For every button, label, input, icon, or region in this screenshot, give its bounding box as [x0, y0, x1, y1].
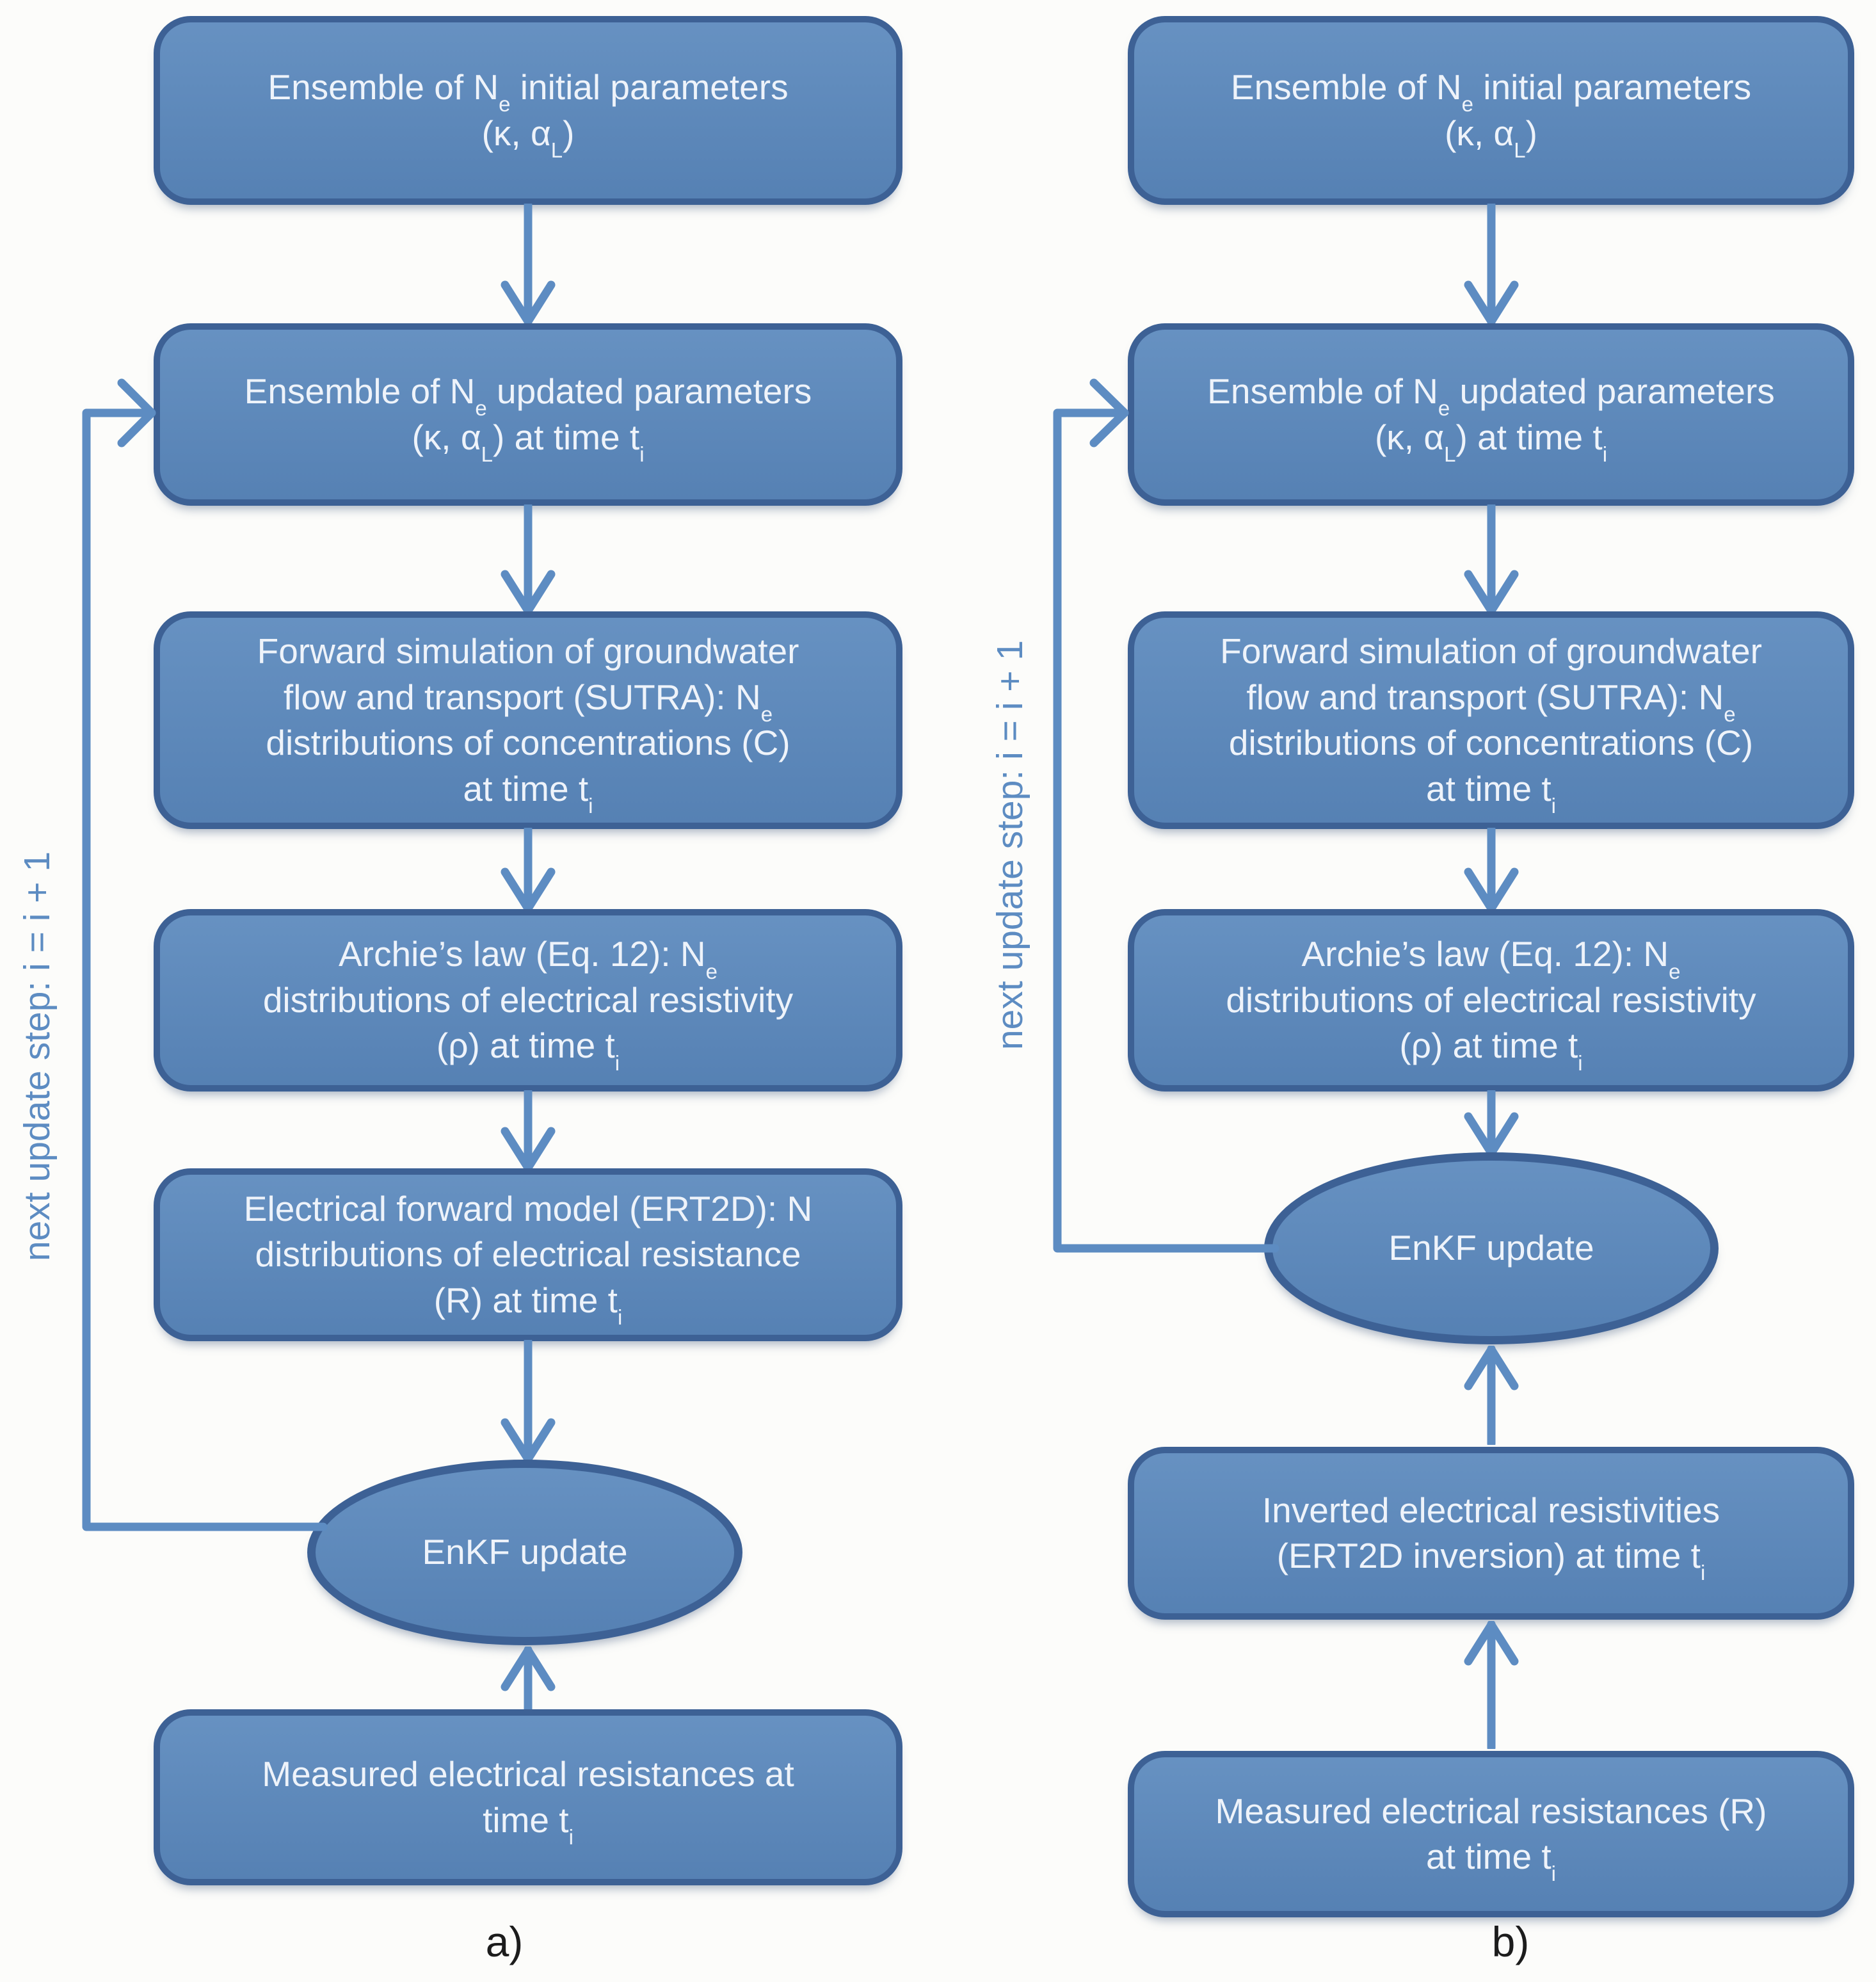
arrow-up-icon [1463, 1620, 1520, 1752]
node-b-updated-parameters: Ensemble of Ne updated parameters(κ, αL)… [1128, 323, 1854, 506]
node-a-updated-parameters: Ensemble of Ne updated parameters(κ, αL)… [154, 323, 902, 506]
loop-label-b: next update step: i = i + 1 [990, 640, 1030, 1051]
node-b-measured-resistances: Measured electrical resistances (R)at ti… [1128, 1751, 1854, 1917]
caption-b: b) [1491, 1918, 1530, 1965]
node-label: Ensemble of Ne initial parameters(κ, αL) [1230, 67, 1752, 162]
arrow-down-icon [499, 200, 557, 326]
node-label: Ensemble of Ne updated parameters(κ, αL)… [244, 371, 812, 466]
arrow-down-icon [1463, 200, 1520, 326]
node-a-initial-parameters: Ensemble of Ne initial parameters(κ, αL) [154, 16, 902, 205]
node-b-enkf-update: EnKF update [1264, 1152, 1719, 1344]
arrow-up-icon [499, 1645, 557, 1714]
node-b-inverted-resistivities: Inverted electrical resistivities(ERT2D … [1128, 1447, 1854, 1620]
caption-a: a) [485, 1918, 524, 1965]
arrow-down-icon [499, 1337, 557, 1464]
node-label: EnKF update [422, 1532, 628, 1572]
feedback-loop-arrow-a [82, 378, 328, 1531]
arrow-down-icon [499, 501, 557, 616]
arrow-down-icon [1463, 501, 1520, 616]
node-label: Measured electrical resistances (R)at ti… [1215, 1791, 1767, 1886]
node-label: Ensemble of Ne updated parameters(κ, αL)… [1207, 371, 1775, 466]
arrow-up-icon [1463, 1344, 1520, 1448]
arrow-down-icon [1463, 1087, 1520, 1158]
arrow-down-icon [499, 825, 557, 914]
node-label: Inverted electrical resistivities(ERT2D … [1262, 1490, 1720, 1585]
feedback-loop-arrow-b [1053, 378, 1279, 1253]
node-label: Ensemble of Ne initial parameters(κ, αL) [268, 67, 789, 162]
node-label: EnKF update [1388, 1228, 1594, 1268]
arrow-down-icon [499, 1087, 557, 1173]
node-a-enkf-update: EnKF update [307, 1460, 742, 1645]
node-b-initial-parameters: Ensemble of Ne initial parameters(κ, αL) [1128, 16, 1854, 205]
arrow-down-icon [1463, 825, 1520, 914]
loop-label-a: next update step: i = i + 1 [17, 851, 58, 1262]
